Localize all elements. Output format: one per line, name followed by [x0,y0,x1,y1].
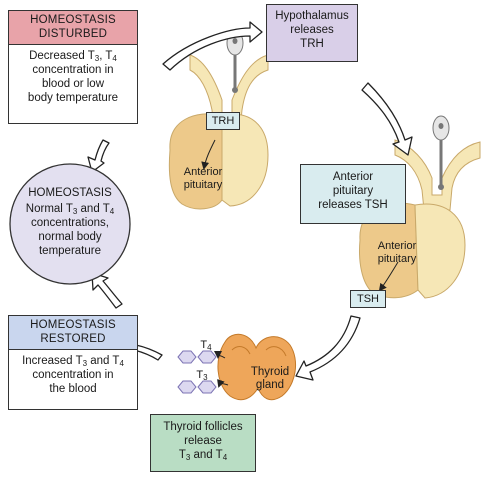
thyroid-texture [231,346,287,357]
neuron-nucleus [232,38,238,44]
hypothalamus-box: Hypothalamus releases TRH [266,4,358,62]
t3-molecule [177,380,217,394]
disturbed-text-line1: Decreased T3, T4 [29,50,117,63]
neuron-nucleus-2 [438,123,444,129]
homeostasis-title: HOMEOSTASIS [28,187,112,199]
arrow-pituitary-to-thyroid [295,315,361,381]
restored-text-line1: Increased T3 and T4 [22,355,124,368]
anterior-pituitary-2-line2: pituitary [377,253,417,265]
hypothalamus-text-line3: TRH [300,38,324,50]
infundibulum-shape-2 [394,139,481,211]
tsh-arrow [378,261,399,292]
thyroid-gland-label: Thyroid gland [240,366,300,392]
posterior-pituitary-lobe [221,113,269,207]
thyroid-gland-line2: gland [255,379,285,391]
thyroid-lobes [217,333,297,401]
t3-arrow [217,379,229,388]
hypothalamus-text-line2: releases [290,24,334,36]
disturbed-text-line4: body temperature [27,92,119,104]
disturbed-text-line3: blood or low [41,78,104,90]
restored-text-line3: the blood [49,383,97,395]
trh-arrow [201,139,216,170]
homeostasis-text-line1: Normal T3 and T4 [25,203,115,216]
arrow-disturbed-to-hypothalamus [162,21,263,71]
pituitary-releases-line1: Anterior [332,171,374,183]
restored-title-line1: HOMEOSTASIS [30,319,116,331]
t4-molecule [177,350,217,364]
follicles-text-line2: release [184,435,222,447]
anterior-pituitary-label-2: Anterior pituitary [366,240,428,266]
t4-label: T4 [200,339,212,352]
pituitary-anatomy-right [359,115,481,299]
homeostasis-label: HOMEOSTASIS Normal T3 and T4 concentrati… [14,186,126,258]
disturbed-title-line2: DISTURBED [38,28,108,40]
arrow-homeostasis-to-disturbed [87,139,110,173]
disturbed-text-line2: concentration in [32,64,114,76]
infundibulum-shape [189,54,269,131]
hexagon-t4-b [197,350,217,364]
homeostasis-text-line3: normal body [38,231,102,243]
homeostasis-circle [9,163,131,285]
anterior-pituitary-1-line2: pituitary [183,179,223,191]
thyroid-gland-line1: Thyroid [250,366,290,378]
homeostasis-text-line4: temperature [38,245,101,257]
hexagon-t4-a [177,350,197,364]
t4-arrow [214,350,226,359]
pituitary-releases-line2: pituitary [332,185,374,197]
posterior-pituitary-lobe-2 [414,203,466,299]
disturbed-title-line1: HOMEOSTASIS [30,14,116,26]
t3-label: T3 [196,369,208,382]
disturbed-header: HOMEOSTASIS DISTURBED [9,11,137,45]
restored-header: HOMEOSTASIS RESTORED [9,316,137,350]
axon-terminal-2 [438,184,444,190]
follicles-text-line3: T3 and T4 [178,449,228,462]
homeostasis-text-line2: concentrations, [31,217,109,229]
follicles-text-line1: Thyroid follicles [163,421,243,433]
disturbed-body: Decreased T3, T4 concentration in blood … [9,45,137,109]
pituitary-releases-line3: releases TSH [318,199,388,211]
hexagon-t3-a [177,380,197,394]
restored-title-line2: RESTORED [40,333,106,345]
pituitary-releases-tsh-box: Anterior pituitary releases TSH [300,164,406,224]
hypothalamus-text-line1: Hypothalamus [275,10,349,22]
anterior-pituitary-1-line1: Anterior [183,166,223,178]
anterior-pituitary-lobe [168,113,223,210]
arrow-hypothalamus-to-pituitary [361,82,413,156]
homeostasis-restored-box: HOMEOSTASIS RESTORED Increased T3 and T4… [8,315,138,410]
thyroid-gland-anatomy [217,333,297,401]
axon-terminal [232,87,238,93]
pituitary-anatomy-top [168,30,269,210]
homeostasis-disturbed-box: HOMEOSTASIS DISTURBED Decreased T3, T4 c… [8,10,138,124]
restored-text-line2: concentration in [32,369,114,381]
hexagon-t3-b [197,380,217,394]
anterior-pituitary-2-line1: Anterior [377,240,417,252]
anterior-pituitary-label-1: Anterior pituitary [172,166,234,192]
trh-tag: TRH [206,112,240,130]
restored-body: Increased T3 and T4 concentration in the… [9,350,137,400]
tsh-tag: TSH [350,290,386,308]
thyroid-follicles-box: Thyroid follicles release T3 and T4 [150,414,256,472]
